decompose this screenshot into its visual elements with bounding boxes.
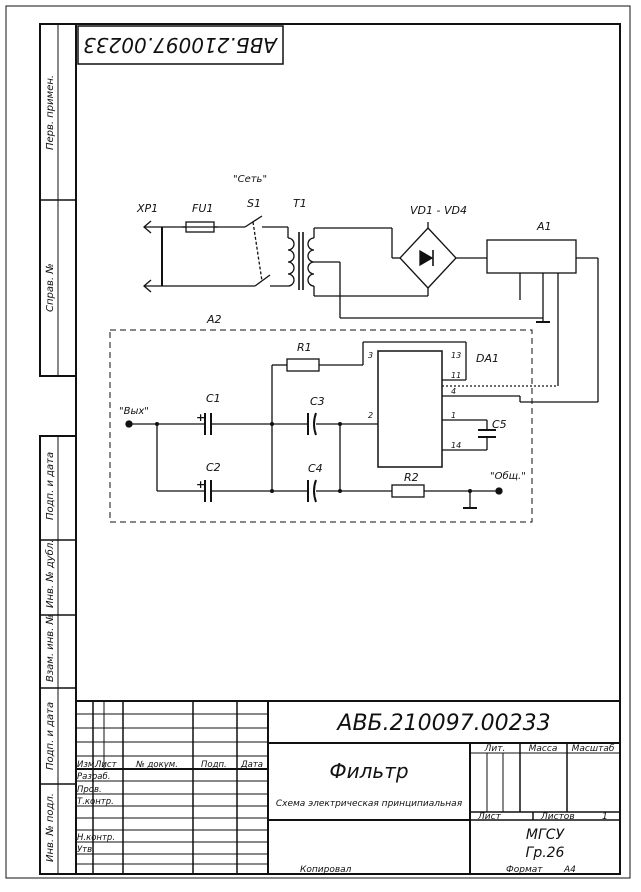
cell-massa: Масса bbox=[529, 744, 558, 754]
footer-format: Формат bbox=[506, 865, 543, 875]
terminal-out-icon bbox=[125, 420, 133, 428]
chip-da1 bbox=[377, 350, 443, 468]
c4-plate-2 bbox=[313, 479, 317, 503]
xp1-arrow-bottom-icon bbox=[143, 279, 152, 293]
footer-kopiroval: Копировал bbox=[300, 865, 352, 875]
row-nkontr: Н.контр. bbox=[77, 833, 115, 843]
label-perv-primen: Перв. примен. bbox=[45, 75, 56, 150]
label-plus-c2: + bbox=[196, 478, 205, 491]
pin-14: 14 bbox=[451, 441, 461, 450]
t1-primary-coil-icon bbox=[287, 237, 295, 287]
label-s1: S1 bbox=[247, 197, 261, 210]
cell-listov-value: 1 bbox=[602, 812, 608, 822]
junction-dots bbox=[155, 422, 472, 493]
header-podp: Подп. bbox=[201, 760, 227, 770]
switch-s1-blade-bottom bbox=[254, 274, 271, 287]
footer-format-value: А4 bbox=[563, 865, 576, 875]
label-c2: C2 bbox=[206, 461, 221, 474]
label-common: "Общ." bbox=[490, 470, 526, 482]
r1-resistor-icon bbox=[286, 358, 320, 372]
c3-plate-2 bbox=[313, 412, 317, 436]
label-vd: VD1 - VD4 bbox=[410, 204, 467, 217]
label-a1: A1 bbox=[536, 220, 552, 233]
cell-group: Гр.26 bbox=[526, 845, 565, 861]
schematic-labels: "Сеть" XP1 FU1 S1 T1 VD1 - VD4 A1 A2 R1 … bbox=[119, 174, 552, 491]
label-net: "Сеть" bbox=[233, 174, 267, 185]
diode-symbol-icon bbox=[419, 249, 434, 267]
label-c3: C3 bbox=[310, 395, 325, 408]
rotated-stamp-code: АВБ.210097.00233 bbox=[83, 33, 279, 57]
label-fu1: FU1 bbox=[192, 202, 213, 215]
rotated-stamp-box bbox=[77, 25, 284, 65]
terminal-common-icon bbox=[495, 487, 503, 495]
block-a1 bbox=[486, 239, 577, 274]
outer-frame bbox=[5, 5, 631, 879]
schematic bbox=[109, 215, 599, 523]
header-dokum: № докум. bbox=[135, 760, 178, 770]
label-podp-data-top: Подп. и дата bbox=[45, 452, 56, 520]
pin-1: 1 bbox=[451, 411, 456, 420]
label-out: "Вых" bbox=[119, 406, 149, 417]
label-c5: C5 bbox=[492, 418, 507, 431]
r2-resistor-icon bbox=[391, 484, 425, 498]
title-subtitle: Схема электрическая принципиальная bbox=[276, 799, 463, 809]
label-inv-podl: Инв. № подл. bbox=[45, 793, 56, 862]
label-xp1: XP1 bbox=[136, 202, 158, 215]
cell-lit: Лит. bbox=[484, 744, 506, 754]
row-prov: Пров. bbox=[77, 785, 102, 795]
header-data: Дата bbox=[240, 760, 263, 770]
label-inv-dubl: Инв. № дубл. bbox=[44, 540, 56, 608]
header-list: Лист bbox=[94, 760, 118, 770]
label-podp-data-bottom: Подп. и дата bbox=[45, 702, 56, 770]
cell-listov: Листов bbox=[540, 812, 575, 822]
xp1-arrow-top-icon bbox=[143, 220, 152, 234]
label-c4: C4 bbox=[308, 462, 323, 475]
switch-s1-blade-top bbox=[244, 215, 263, 228]
label-t1: T1 bbox=[293, 197, 307, 210]
label-da1: DA1 bbox=[476, 352, 499, 365]
cell-masshtab: Масштаб bbox=[572, 744, 615, 754]
cell-list: Лист bbox=[477, 812, 502, 822]
label-vzam-inv: Взам. инв. № bbox=[45, 614, 56, 682]
label-r1: R1 bbox=[297, 341, 312, 354]
pin-3: 3 bbox=[368, 351, 373, 360]
block-a2-dashed bbox=[109, 329, 533, 523]
label-plus-c1: + bbox=[196, 411, 205, 424]
title-code: АВБ.210097.00233 bbox=[335, 711, 550, 736]
cell-org: МГСУ bbox=[526, 827, 566, 843]
header-izm: Изм. bbox=[77, 760, 97, 770]
label-c1: C1 bbox=[206, 392, 221, 405]
label-a2: A2 bbox=[206, 313, 222, 326]
label-sprav-no: Справ. № bbox=[45, 263, 56, 312]
row-razrab: Разраб. bbox=[77, 772, 110, 782]
pin-13: 13 bbox=[451, 351, 461, 360]
pin-2: 2 bbox=[368, 411, 373, 420]
pin-11: 11 bbox=[451, 371, 461, 380]
pin-4: 4 bbox=[451, 387, 456, 396]
row-utv: Утв. bbox=[77, 845, 95, 855]
title-block-grid bbox=[76, 700, 620, 874]
left-margin-strip bbox=[39, 23, 77, 875]
row-tkontr: Т.контр. bbox=[77, 797, 114, 807]
title-name: Фильтр bbox=[329, 759, 408, 783]
label-r2: R2 bbox=[404, 471, 419, 484]
